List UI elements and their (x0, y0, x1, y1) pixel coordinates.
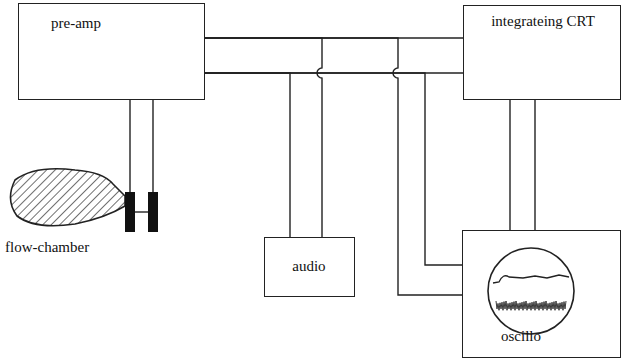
crt-box: integrateing CRT (463, 5, 621, 100)
preamp-box: pre-amp (18, 3, 205, 100)
flow-chamber-illustration: flow-chamber (5, 160, 165, 258)
node-label: flow-chamber (5, 238, 89, 256)
noise-trace (496, 301, 566, 310)
electrode (125, 192, 135, 232)
oscilloscope-screen (463, 231, 622, 359)
signal-wire (152, 100, 153, 192)
screen-outline (488, 248, 574, 334)
chamber-outline (10, 169, 125, 226)
signal-wire (205, 73, 290, 237)
signal-wire (129, 100, 130, 192)
node-label: oscillo (501, 327, 541, 345)
node-label: audio (292, 257, 325, 275)
node-label: integrateing CRT (488, 12, 598, 30)
signal-wire (509, 100, 510, 230)
signal-wire (205, 38, 322, 237)
oscilloscope-box: oscillo (462, 230, 621, 358)
audio-box: audio (264, 237, 355, 297)
integrated-trace (493, 275, 569, 283)
electrode-link (135, 211, 148, 212)
node-label: pre-amp (51, 14, 101, 32)
signal-wire (534, 100, 535, 230)
electrode (148, 192, 158, 232)
